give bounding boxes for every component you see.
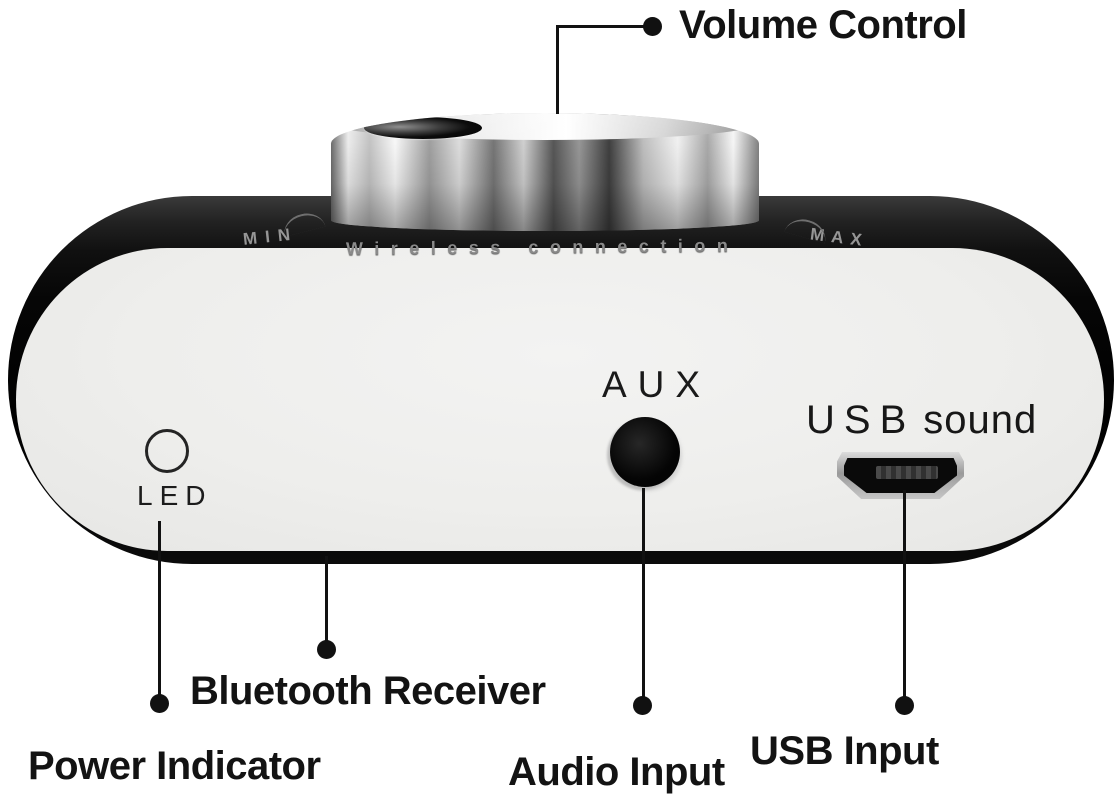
micro-usb-connector-tongue bbox=[876, 466, 938, 479]
leader-dot bbox=[895, 696, 914, 715]
micro-usb-port-cavity bbox=[844, 458, 957, 493]
leader-line bbox=[158, 521, 161, 697]
leader-dot bbox=[150, 694, 169, 713]
leader-dot bbox=[317, 640, 336, 659]
audio-input-label: Audio Input bbox=[508, 750, 725, 794]
leader-dot bbox=[643, 17, 662, 36]
knob-indicator-dimple bbox=[364, 117, 482, 139]
leader-line bbox=[903, 490, 906, 699]
leader-line bbox=[642, 488, 645, 699]
usb-label-main: USB bbox=[806, 398, 916, 442]
volume-control-label: Volume Control bbox=[679, 3, 967, 47]
led-label: LED bbox=[137, 480, 213, 511]
leader-line bbox=[556, 25, 559, 114]
power-indicator-label: Power Indicator bbox=[28, 744, 321, 788]
aux-label: AUX bbox=[602, 364, 712, 405]
leader-line bbox=[325, 556, 328, 644]
leader-dot bbox=[633, 696, 652, 715]
usb-sound-label: USB sound bbox=[806, 398, 1037, 443]
usb-label-sub: sound bbox=[923, 398, 1038, 442]
bluetooth-receiver-label: Bluetooth Receiver bbox=[190, 669, 546, 713]
micro-usb-port bbox=[837, 452, 964, 499]
leader-line bbox=[556, 25, 648, 28]
usb-input-label: USB Input bbox=[750, 729, 939, 773]
led-indicator bbox=[145, 429, 189, 473]
marking-wireless-connection: Wireless connection bbox=[345, 235, 740, 259]
volume-knob bbox=[331, 113, 759, 231]
device-body bbox=[8, 196, 1114, 564]
aux-jack bbox=[610, 417, 680, 487]
device-front-panel bbox=[16, 248, 1104, 551]
